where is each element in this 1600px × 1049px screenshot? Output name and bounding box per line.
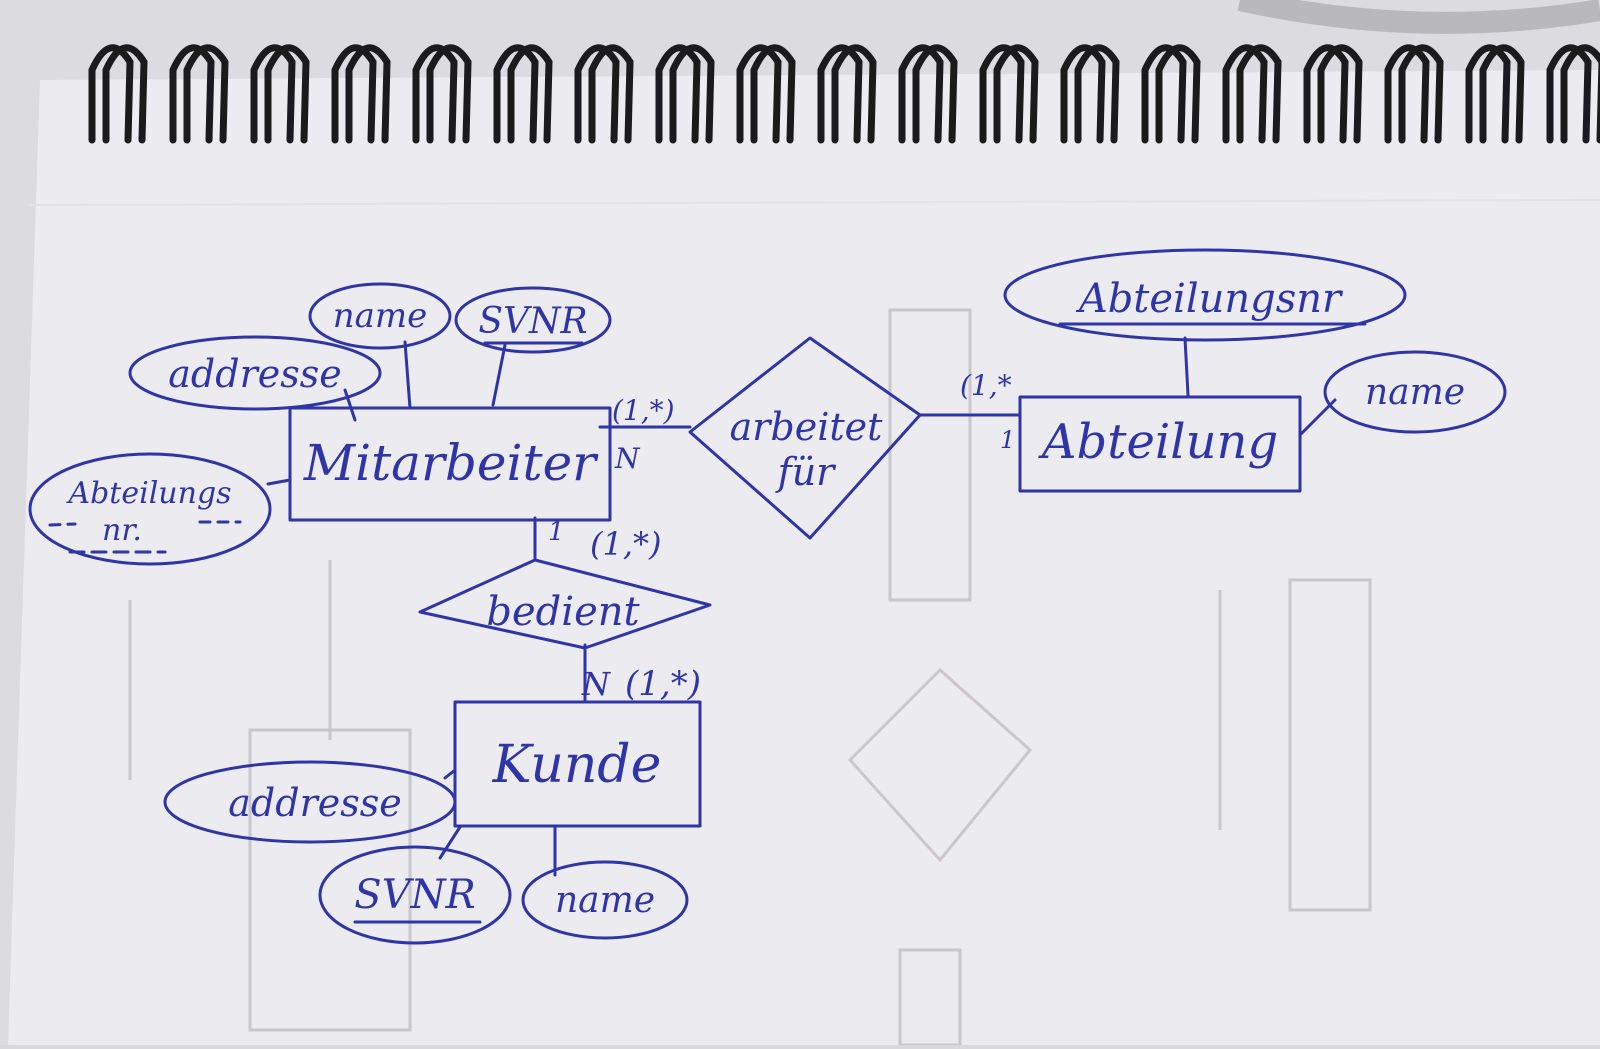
spiral-ring bbox=[1074, 44, 1120, 144]
attribute-mitarbeiter-svnr: SVNR bbox=[454, 286, 612, 354]
attribute-mitarbeiter-adresse: addresse bbox=[128, 335, 382, 411]
attribute-kunde-name: name bbox=[521, 860, 689, 940]
spiral-ring bbox=[736, 44, 782, 144]
spiral-ring bbox=[1141, 44, 1187, 144]
spiral-ring bbox=[1155, 44, 1201, 144]
cable bbox=[1237, 0, 1600, 34]
spiral-ring bbox=[750, 44, 796, 144]
spiral-ring bbox=[1398, 44, 1444, 144]
spiral-ring bbox=[1317, 44, 1363, 144]
connector-lines bbox=[266, 336, 1337, 877]
spiral-ring bbox=[831, 44, 877, 144]
spiral-ring bbox=[1303, 44, 1349, 144]
attribute-abteilung-name-label: name bbox=[1365, 372, 1465, 413]
attribute-abteilung-abteilungsnr-label: Abteilungsnr bbox=[1075, 276, 1344, 322]
spiral-ring bbox=[655, 44, 701, 144]
spiral-ring bbox=[1560, 44, 1600, 144]
cardinality-kunde-bedient-n: N bbox=[581, 665, 611, 703]
spiral-ring bbox=[88, 44, 134, 144]
spiral-ring bbox=[574, 44, 620, 144]
spiral-ring bbox=[588, 44, 634, 144]
attribute-abteilung-abteilungsnr: Abteilungsnr bbox=[1003, 248, 1407, 342]
spiral-ring bbox=[1060, 44, 1106, 144]
spiral-ring bbox=[1384, 44, 1430, 144]
relationship-arbeitet-fuer: arbeitet für bbox=[688, 336, 922, 540]
attribute-mitarbeiter-svnr-label: SVNR bbox=[478, 301, 587, 342]
spiral-ring bbox=[345, 44, 391, 144]
entity-kunde: Kunde bbox=[453, 700, 702, 828]
cardinality-abteilung-arbeitet-minmax: (1,* bbox=[960, 369, 1012, 402]
spiral-ring bbox=[912, 44, 958, 144]
relationship-bedient: bedient bbox=[418, 558, 712, 650]
cardinality-abteilung-arbeitet-one: 1 bbox=[1000, 426, 1015, 454]
spiral-ring bbox=[331, 44, 377, 144]
spiral-ring bbox=[250, 44, 296, 144]
spiral-binding bbox=[88, 44, 1600, 144]
attribute-mitarbeiter-name-label: name bbox=[333, 296, 428, 336]
spiral-ring bbox=[669, 44, 715, 144]
attribute-mitarbeiter-name: name bbox=[308, 282, 452, 350]
spiral-ring bbox=[898, 44, 944, 144]
spiral-ring bbox=[264, 44, 310, 144]
relationship-bedient-label: bedient bbox=[486, 589, 640, 635]
attribute-kunde-svnr: SVNR bbox=[318, 845, 512, 945]
notebook-page bbox=[8, 70, 1600, 1045]
entity-kunde-label: Kunde bbox=[492, 735, 662, 795]
attribute-mitarbeiter-abteilungsnr-line2: nr. bbox=[102, 513, 142, 548]
spiral-ring bbox=[1465, 44, 1511, 144]
cardinality-mitarbeiter-bedient-one: 1 bbox=[548, 517, 565, 547]
spiral-ring bbox=[102, 44, 148, 144]
attribute-kunde-svnr-label: SVNR bbox=[354, 872, 475, 918]
spiral-ring bbox=[817, 44, 863, 144]
spiral-ring bbox=[493, 44, 539, 144]
entity-abteilung-label: Abteilung bbox=[1038, 414, 1278, 470]
spiral-ring bbox=[169, 44, 215, 144]
spiral-ring bbox=[412, 44, 458, 144]
attribute-mitarbeiter-adresse-label: addresse bbox=[168, 352, 341, 396]
entity-abteilung: Abteilung bbox=[1018, 395, 1302, 493]
relationship-arbeitet-fuer-line1: arbeitet bbox=[730, 405, 884, 449]
attribute-mitarbeiter-abteilungsnr-line1: Abteilungs bbox=[65, 476, 231, 511]
relationship-arbeitet-fuer-line2: für bbox=[775, 450, 838, 494]
spiral-ring bbox=[183, 44, 229, 144]
spiral-ring bbox=[979, 44, 1025, 144]
spiral-ring bbox=[1479, 44, 1525, 144]
attribute-mitarbeiter-abteilungsnr: Abteilungs nr. bbox=[28, 452, 272, 566]
cardinality-kunde-bedient-minmax: (1,*) bbox=[625, 664, 701, 704]
entity-mitarbeiter-label: Mitarbeiter bbox=[303, 434, 599, 492]
cardinality-mitarbeiter-arbeitet-minmax: (1,*) bbox=[612, 394, 675, 427]
show-through-sketch bbox=[128, 308, 1372, 1047]
cardinality-mitarbeiter-bedient-minmax: (1,*) bbox=[590, 525, 662, 563]
attribute-kunde-adresse-label: addresse bbox=[228, 781, 401, 825]
cardinality-mitarbeiter-arbeitet-n: N bbox=[614, 442, 641, 475]
spiral-ring bbox=[1546, 44, 1592, 144]
spiral-ring bbox=[993, 44, 1039, 144]
attribute-kunde-adresse: addresse bbox=[163, 760, 457, 844]
spiral-ring bbox=[507, 44, 553, 144]
spiral-ring bbox=[1236, 44, 1282, 144]
attribute-kunde-name-label: name bbox=[555, 880, 655, 921]
attribute-abteilung-name: name bbox=[1323, 350, 1507, 434]
cardinality-labels: (1,*) N (1,* 1 1 (1,*) N (1,*) bbox=[548, 369, 1015, 704]
entity-mitarbeiter: Mitarbeiter bbox=[288, 406, 612, 522]
page-fold-line bbox=[29, 199, 1600, 206]
spiral-ring bbox=[426, 44, 472, 144]
spiral-ring bbox=[1222, 44, 1268, 144]
